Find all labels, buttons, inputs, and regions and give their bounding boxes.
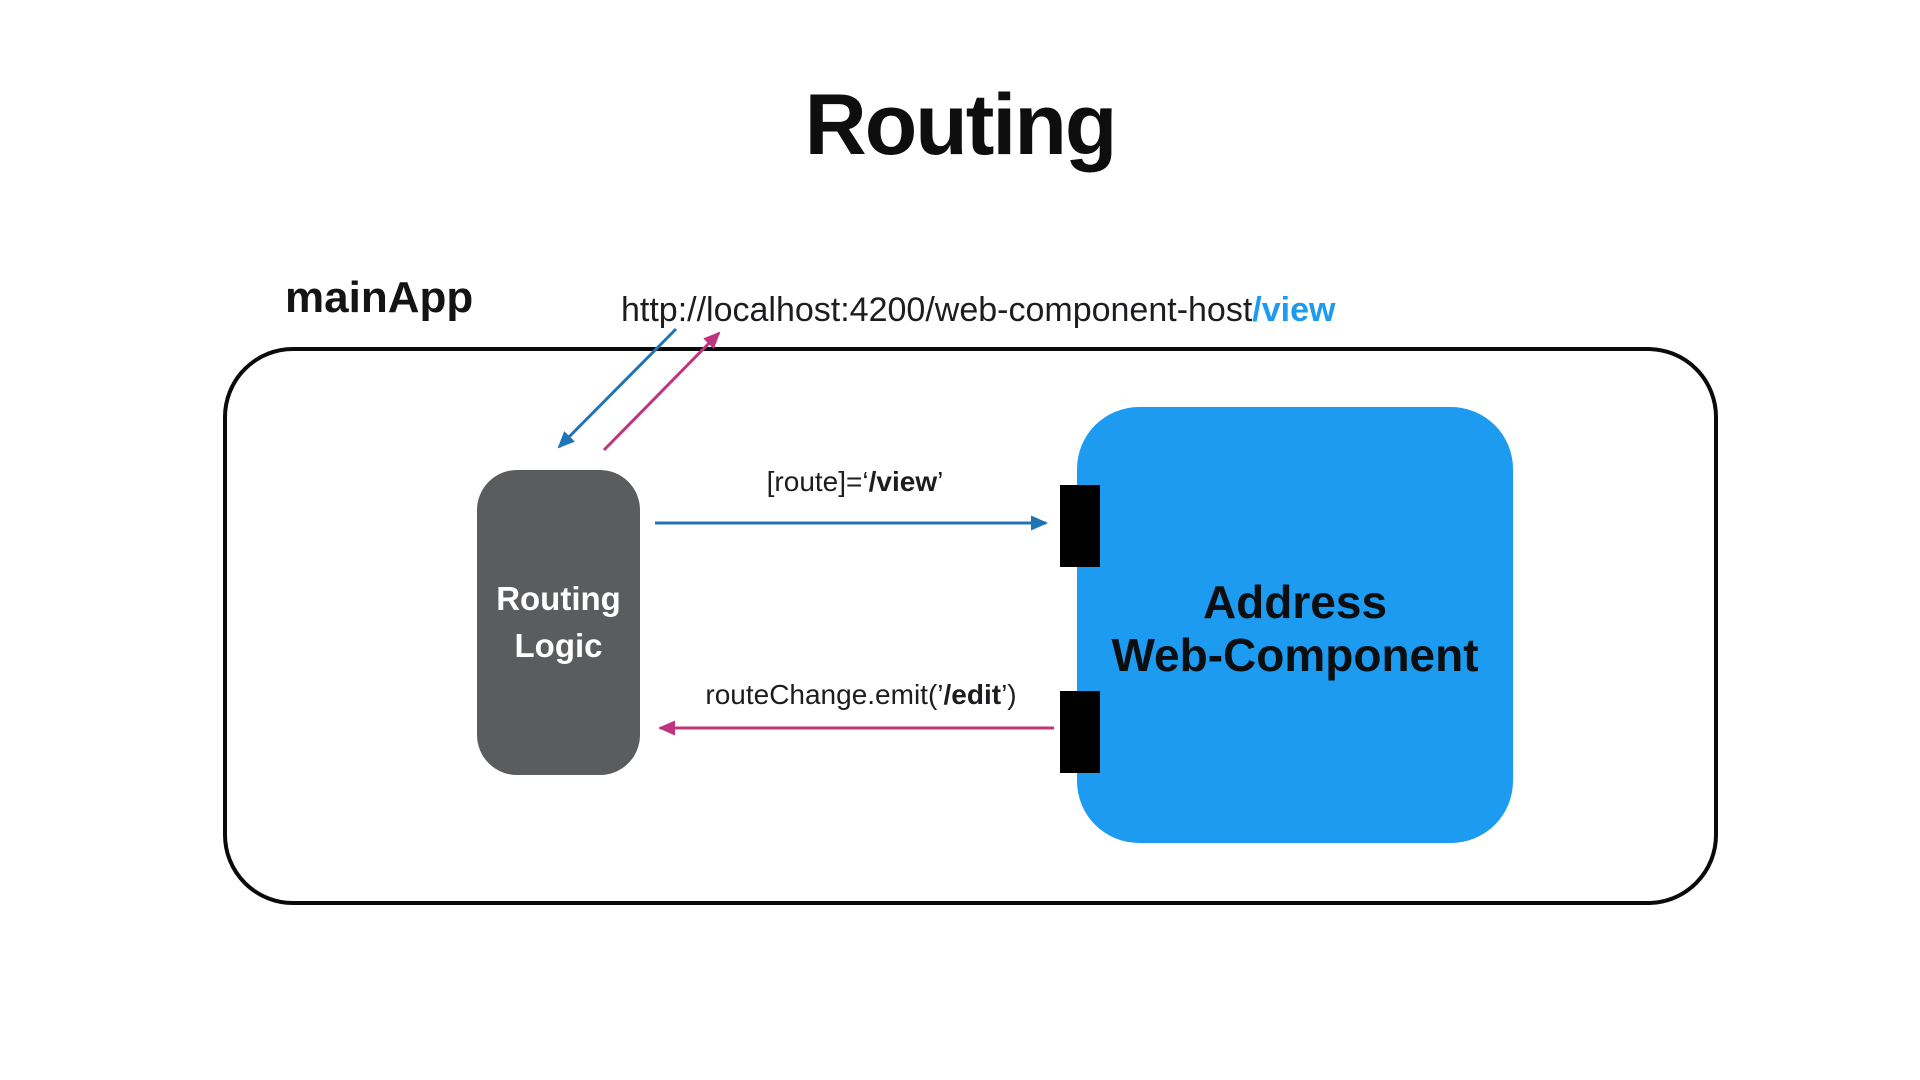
route-change-label: routeChange.emit(’/edit’) <box>660 679 1062 711</box>
web-component-label-line1: Address <box>1202 575 1388 628</box>
route-change-suffix: ’) <box>1001 679 1017 710</box>
address-web-component-box: Address Web-Component <box>1077 407 1513 843</box>
url-text: http://localhost:4200/web-component-host… <box>621 291 1335 330</box>
route-change-prefix: routeChange.emit(’ <box>705 679 944 710</box>
url-route-highlight: /view <box>1252 291 1336 329</box>
route-change-path: /edit <box>943 679 1002 710</box>
route-binding-prefix: [route]=‘ <box>766 466 869 497</box>
url-base: http://localhost:4200/web-component-host <box>621 291 1253 329</box>
route-binding-label: [route]=‘/view’ <box>655 466 1055 498</box>
slide-title: Routing <box>804 77 1118 173</box>
routing-logic-label-line1: Routing <box>496 580 621 618</box>
mainapp-label: mainApp <box>285 273 474 322</box>
route-binding-path: /view <box>868 466 938 497</box>
routing-logic-label-line2: Logic <box>514 626 603 664</box>
route-binding-suffix: ’ <box>937 466 944 497</box>
mainapp-container-outline <box>223 347 1718 905</box>
web-component-label-line2: Web-Component <box>1111 629 1479 681</box>
routing-logic-box: Routing Logic <box>477 470 640 775</box>
component-port-bottom <box>1060 691 1100 773</box>
component-port-top <box>1060 485 1100 567</box>
